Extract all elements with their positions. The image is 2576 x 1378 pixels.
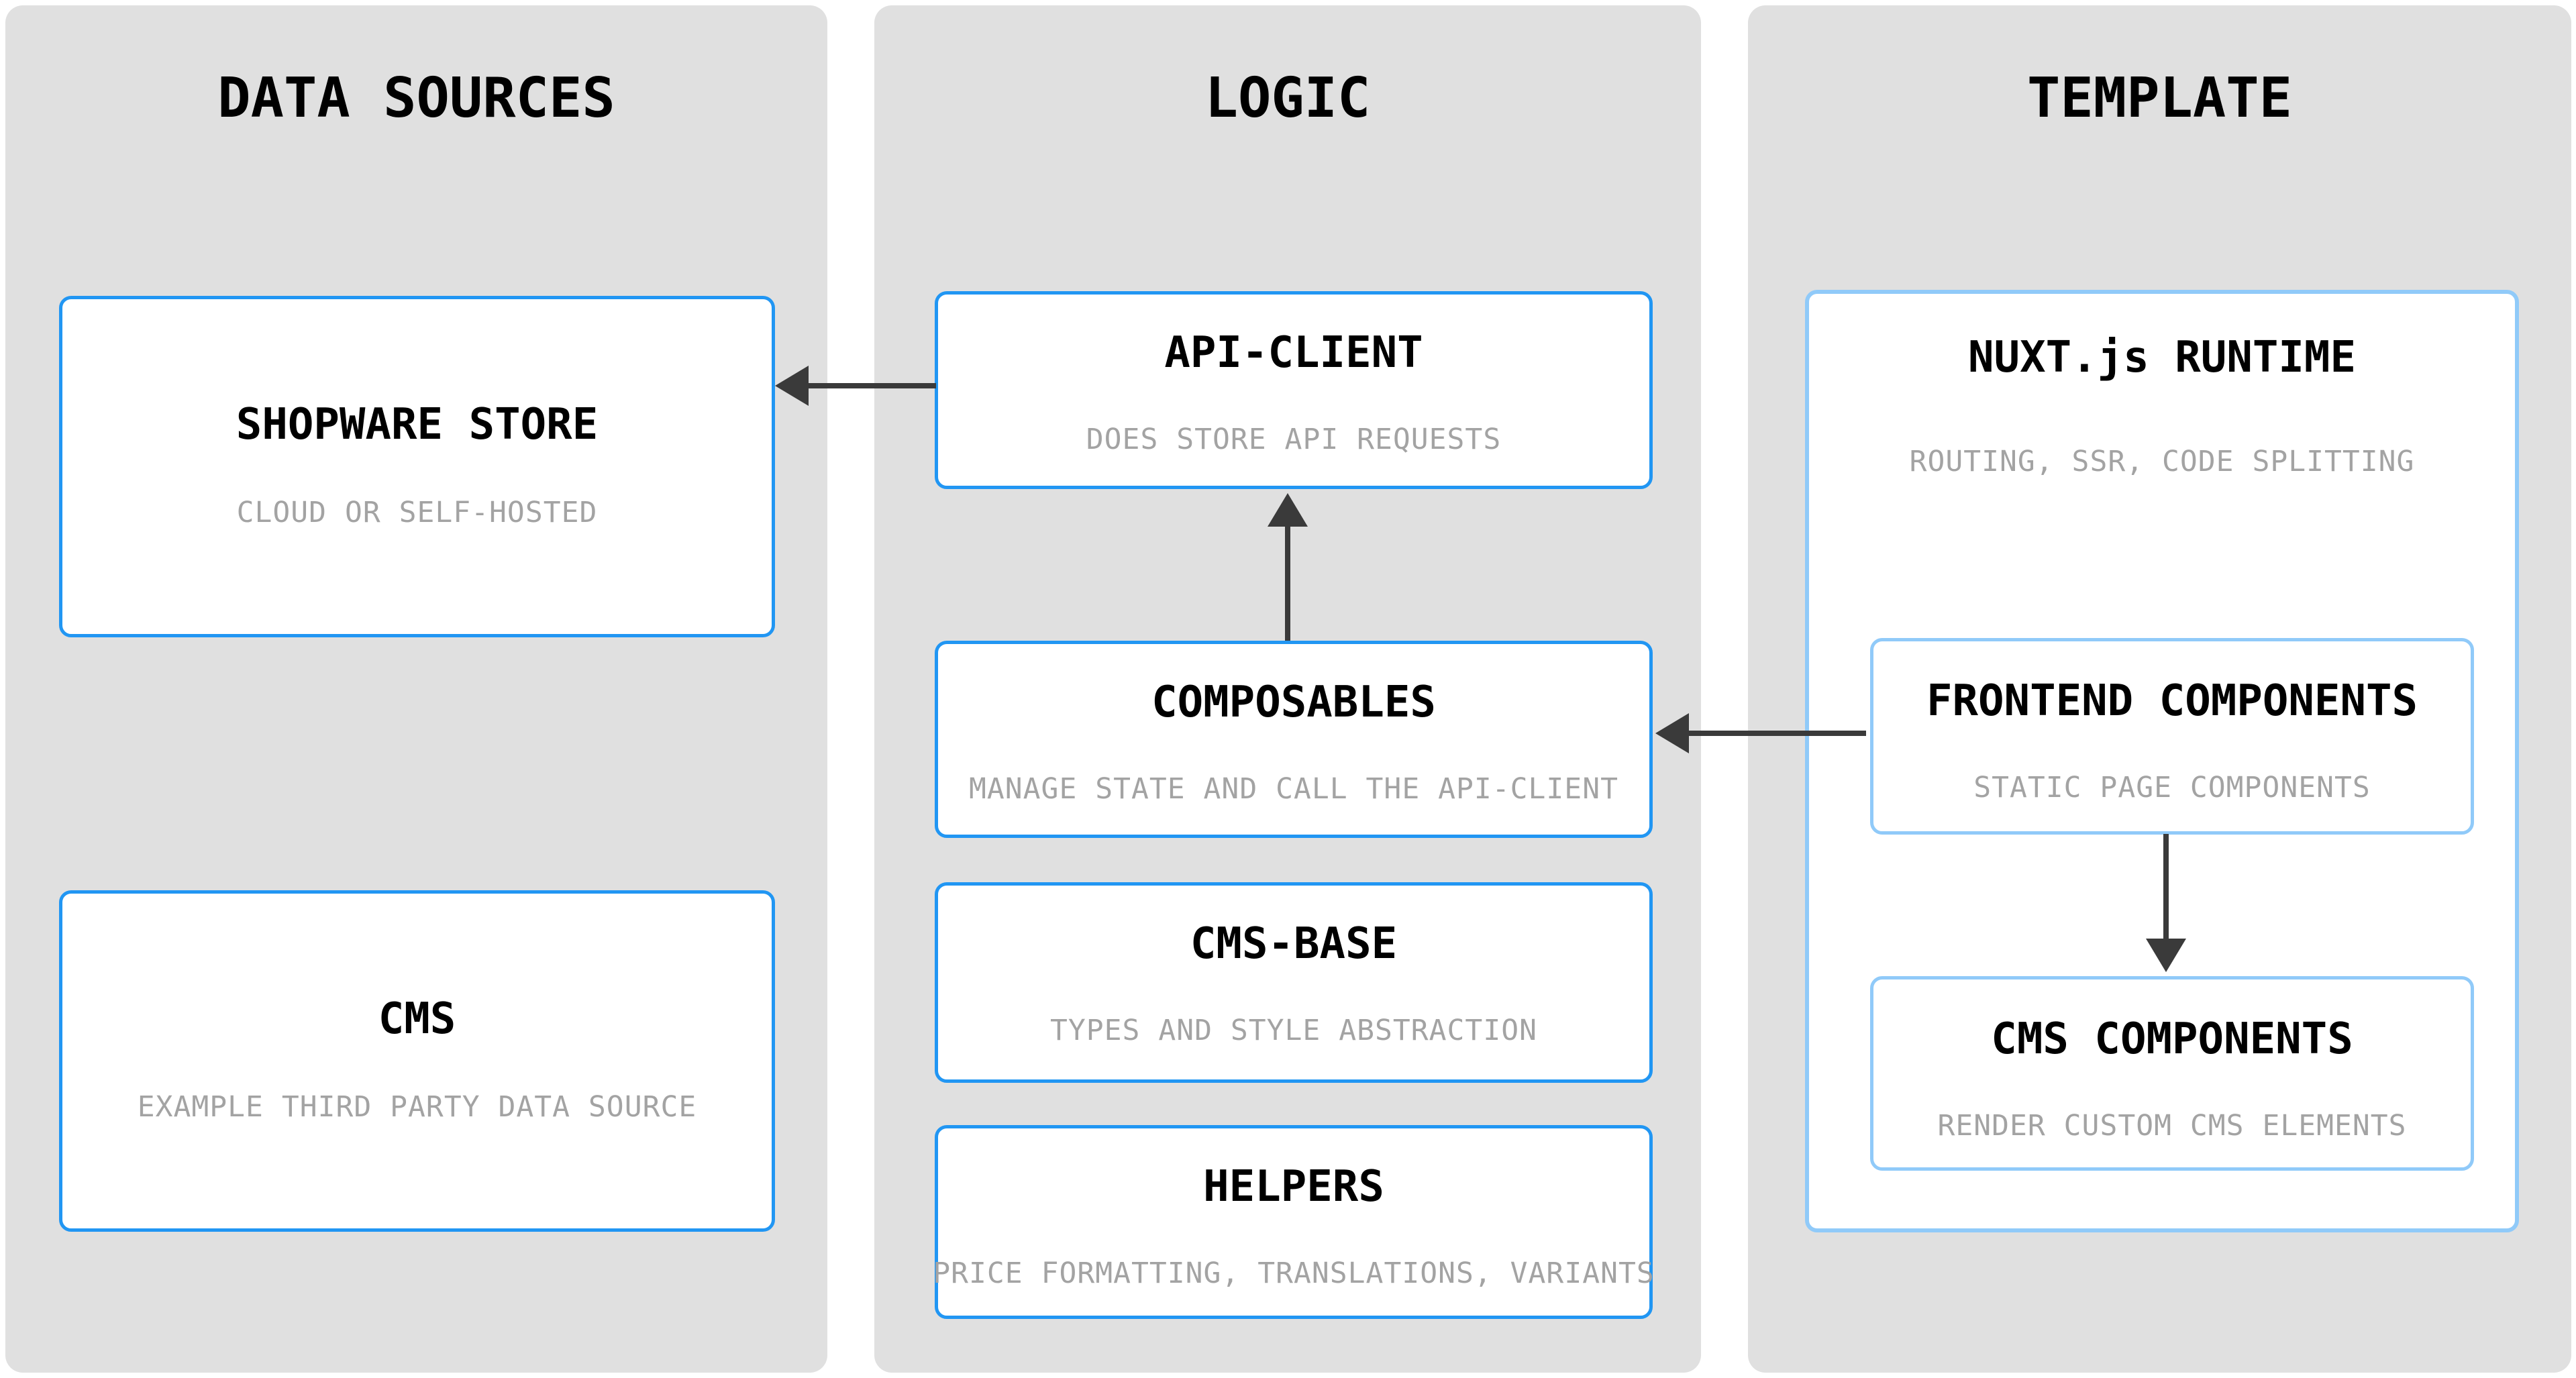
column-logic: LOGIC API-CLIENT DOES STORE API REQUESTS… [874,5,1701,1373]
box-helpers: HELPERS PRICE FORMATTING, TRANSLATIONS, … [933,1125,1655,1319]
box-subtitle-cms-base: TYPES AND STYLE ABSTRACTION [1050,1014,1537,1047]
box-cms-components: CMS COMPONENTS RENDER CUSTOM CMS ELEMENT… [1870,976,2474,1171]
column-data-sources: DATA SOURCES SHOPWARE STORE CLOUD OR SEL… [5,5,827,1373]
box-subtitle-api-client: DOES STORE API REQUESTS [1086,423,1502,456]
box-subtitle-nuxt-runtime: ROUTING, SSR, CODE SPLITTING [1909,445,2415,478]
box-subtitle-helpers: PRICE FORMATTING, TRANSLATIONS, VARIANTS [933,1257,1655,1290]
box-cms-base: CMS-BASE TYPES AND STYLE ABSTRACTION [935,882,1653,1083]
box-title-frontend-components: FRONTEND COMPONENTS [1926,676,2418,726]
box-subtitle-composables: MANAGE STATE AND CALL THE API-CLIENT [969,772,1618,806]
box-shopware-store: SHOPWARE STORE CLOUD OR SELF-HOSTED [59,296,775,637]
column-title-template: TEMPLATE [2027,66,2292,130]
box-title-cms: CMS [378,994,456,1044]
column-title-data-sources: DATA SOURCES [217,66,615,130]
box-title-cms-components: CMS COMPONENTS [1991,1014,2353,1064]
box-title-composables: COMPOSABLES [1151,678,1436,727]
arrow-head-left-icon [1655,713,1689,753]
box-title-nuxt-runtime: NUXT.js RUNTIME [1968,333,2356,382]
box-api-client: API-CLIENT DOES STORE API REQUESTS [935,291,1653,489]
box-frontend-components: FRONTEND COMPONENTS STATIC PAGE COMPONEN… [1870,638,2474,835]
column-template: TEMPLATE NUXT.js RUNTIME ROUTING, SSR, C… [1748,5,2571,1373]
box-subtitle-shopware-store: CLOUD OR SELF-HOSTED [236,496,598,529]
box-subtitle-cms: EXAMPLE THIRD PARTY DATA SOURCE [137,1090,697,1124]
column-title-logic: LOGIC [1204,66,1371,130]
arrow-api-client-to-shopware-store [807,383,936,388]
box-cms: CMS EXAMPLE THIRD PARTY DATA SOURCE [59,890,775,1232]
box-title-cms-base: CMS-BASE [1190,919,1398,969]
arrow-frontend-components-to-composables [1688,731,1866,736]
box-composables: COMPOSABLES MANAGE STATE AND CALL THE AP… [935,641,1653,838]
box-subtitle-cms-components: RENDER CUSTOM CMS ELEMENTS [1937,1109,2407,1143]
box-subtitle-frontend-components: STATIC PAGE COMPONENTS [1973,771,2371,804]
arrow-head-down-icon [2146,939,2186,972]
arrow-frontend-components-to-cms-components [2163,834,2169,939]
arrow-head-left-icon [775,366,809,406]
arrow-composables-to-api-client [1285,525,1290,641]
box-title-shopware-store: SHOPWARE STORE [236,400,599,449]
box-title-api-client: API-CLIENT [1164,328,1423,378]
box-title-helpers: HELPERS [1203,1162,1384,1212]
box-nuxt-runtime: NUXT.js RUNTIME ROUTING, SSR, CODE SPLIT… [1805,290,2519,1232]
arrow-head-up-icon [1268,493,1308,527]
